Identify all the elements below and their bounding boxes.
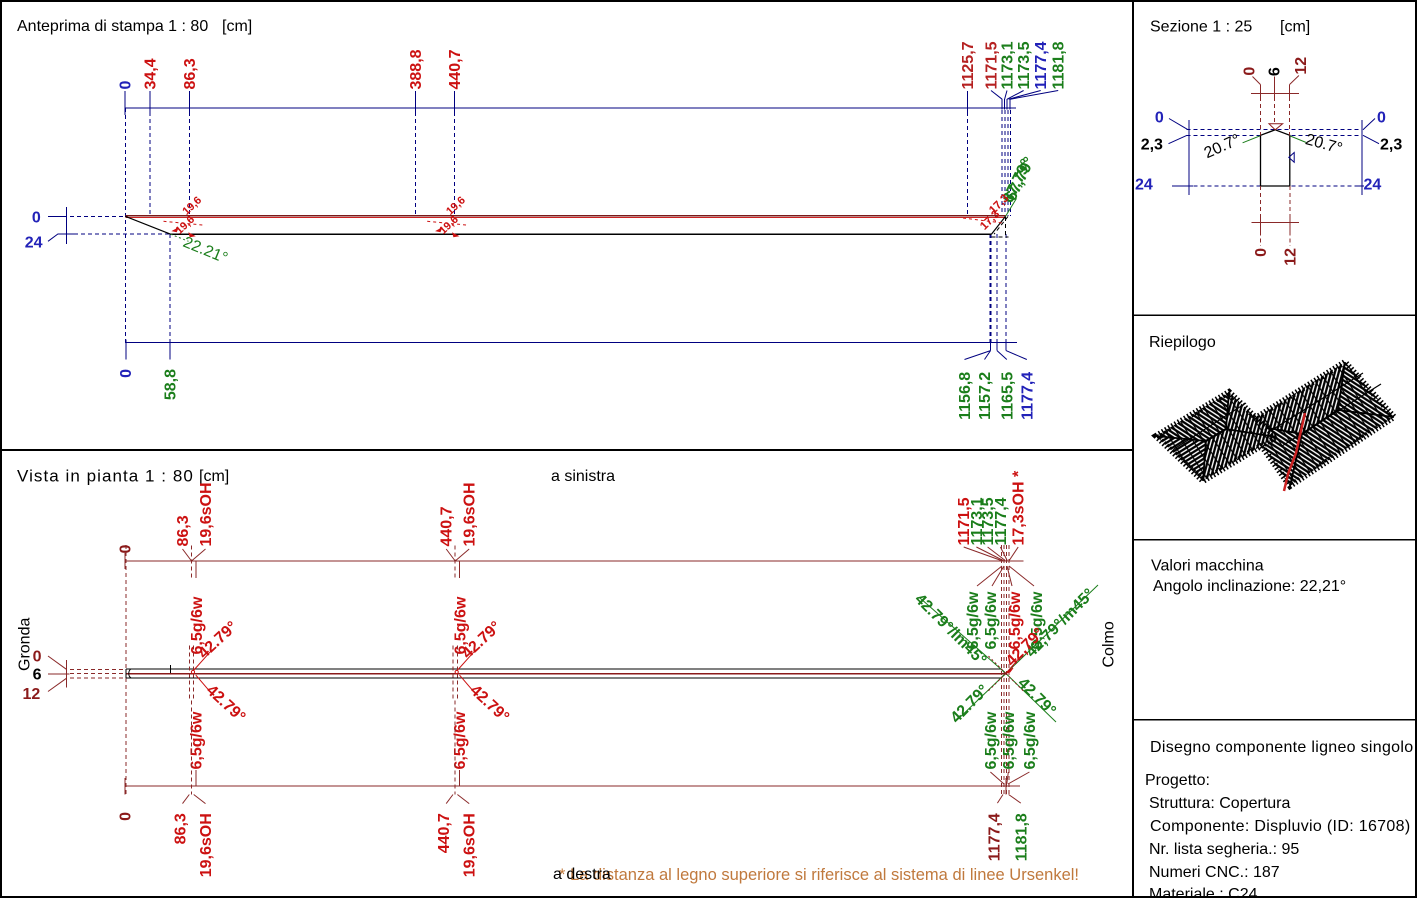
- svg-text:440,7: 440,7: [436, 813, 453, 853]
- svg-text:1181,8: 1181,8: [1051, 41, 1068, 89]
- svg-text:6,5g/6w: 6,5g/6w: [983, 591, 1000, 649]
- svg-text:12: 12: [23, 686, 41, 703]
- svg-text:1177,4: 1177,4: [1033, 41, 1050, 89]
- svg-text:19,6sOH: 19,6sOH: [198, 813, 215, 877]
- svg-text:Valori macchina: Valori macchina: [1151, 558, 1264, 575]
- svg-text:Angolo inclinazione: 22,21°: Angolo inclinazione: 22,21°: [1153, 578, 1346, 595]
- svg-text:Struttura: Copertura: Struttura: Copertura: [1149, 795, 1291, 812]
- svg-text:Nr. lista segheria.: 95: Nr. lista segheria.: 95: [1149, 841, 1299, 858]
- svg-text:6,5g/6w: 6,5g/6w: [453, 596, 470, 654]
- svg-text:24: 24: [1135, 177, 1153, 194]
- svg-text:86,3: 86,3: [182, 58, 199, 89]
- svg-text:86,3: 86,3: [175, 515, 192, 546]
- svg-text:19,6sOH: 19,6sOH: [462, 482, 479, 546]
- svg-text:Colmo: Colmo: [1101, 621, 1118, 667]
- svg-text:6,5g/6w: 6,5g/6w: [1022, 711, 1039, 769]
- svg-text:Numeri CNC.: 187: Numeri CNC.: 187: [1149, 864, 1280, 881]
- svg-text:6,5g/6w: 6,5g/6w: [189, 711, 206, 769]
- svg-text:Progetto:: Progetto:: [1145, 772, 1210, 789]
- svg-text:Sezione 1 : 25: Sezione 1 : 25: [1150, 19, 1252, 36]
- svg-text:0: 0: [1253, 248, 1270, 257]
- svg-text:1156,8: 1156,8: [957, 372, 974, 420]
- svg-text:1165,5: 1165,5: [999, 372, 1016, 420]
- svg-text:6,5g/6w: 6,5g/6w: [189, 596, 206, 654]
- svg-text:1173,1: 1173,1: [969, 497, 986, 545]
- svg-text:6,5g/6w: 6,5g/6w: [965, 591, 982, 649]
- svg-text:a sinistra: a sinistra: [551, 468, 615, 485]
- svg-text:1173,1: 1173,1: [1000, 41, 1017, 89]
- svg-text:1157,2: 1157,2: [977, 372, 994, 420]
- svg-text:1181,8: 1181,8: [1014, 813, 1031, 861]
- svg-text:6: 6: [1267, 67, 1284, 76]
- svg-text:34,4: 34,4: [143, 58, 160, 89]
- svg-text:0: 0: [118, 81, 135, 90]
- svg-text:440,7: 440,7: [439, 506, 456, 546]
- svg-text:1173,5: 1173,5: [980, 497, 997, 545]
- svg-text:19,6sOH: 19,6sOH: [198, 482, 215, 546]
- svg-text:86,3: 86,3: [173, 813, 190, 844]
- svg-text:0: 0: [1155, 109, 1164, 126]
- svg-text:12: 12: [1293, 57, 1310, 75]
- svg-text:Disegno componente ligneo sing: Disegno componente ligneo singolo: [1150, 739, 1413, 756]
- svg-text:6: 6: [33, 667, 42, 684]
- svg-text:1177,4: 1177,4: [987, 813, 1004, 861]
- svg-text:0: 0: [118, 545, 135, 554]
- svg-text:0: 0: [118, 369, 135, 378]
- svg-text:1125,7: 1125,7: [960, 41, 977, 89]
- svg-text:[cm]: [cm]: [1280, 19, 1310, 36]
- svg-text:388,8: 388,8: [408, 49, 425, 89]
- svg-text:6,5g/6w: 6,5g/6w: [452, 711, 469, 769]
- svg-text:0: 0: [1242, 67, 1259, 76]
- svg-text:58,8: 58,8: [163, 369, 180, 400]
- svg-text:1171,5: 1171,5: [984, 41, 1001, 89]
- svg-text:0: 0: [118, 812, 135, 821]
- svg-text:Anteprima di stampa 1 : 80: Anteprima di stampa 1 : 80: [17, 18, 208, 35]
- svg-text:[cm]: [cm]: [222, 18, 252, 35]
- svg-text:Componente: Displuvio (ID: 167: Componente: Displuvio (ID: 16708): [1150, 818, 1410, 835]
- svg-text:24: 24: [1364, 177, 1382, 194]
- svg-text:a destra: a destra: [553, 866, 611, 883]
- svg-text:440,7: 440,7: [447, 49, 464, 89]
- svg-text:1171,5: 1171,5: [956, 497, 973, 545]
- svg-text:1173,5: 1173,5: [1016, 41, 1033, 89]
- svg-text:0: 0: [33, 649, 42, 666]
- svg-text:Materiale : C24: Materiale : C24: [1149, 886, 1258, 898]
- svg-text:6,5g/6w: 6,5g/6w: [1029, 591, 1046, 649]
- svg-text:19,6sOH: 19,6sOH: [462, 813, 479, 877]
- svg-text:Vista in pianta 1 : 80: Vista in pianta 1 : 80: [17, 467, 194, 486]
- svg-text:24: 24: [25, 235, 43, 252]
- svg-text:6,5g/6w: 6,5g/6w: [1001, 711, 1018, 769]
- svg-text:Riepilogo: Riepilogo: [1149, 334, 1216, 351]
- svg-text:6,5g/6w: 6,5g/6w: [983, 711, 1000, 769]
- svg-text:1177,4: 1177,4: [993, 497, 1010, 545]
- svg-text:1177,4: 1177,4: [1019, 372, 1036, 420]
- svg-text:0: 0: [1377, 109, 1386, 126]
- svg-text:2,3: 2,3: [1141, 137, 1163, 154]
- svg-text:12: 12: [1283, 248, 1300, 266]
- svg-text:[cm]: [cm]: [199, 468, 229, 485]
- svg-text:6,5g/6w: 6,5g/6w: [1007, 591, 1024, 649]
- svg-text:* La distanza al legno superio: * La distanza al legno superiore si rife…: [559, 866, 1079, 884]
- svg-text:17,3sOH *: 17,3sOH *: [1011, 470, 1028, 545]
- svg-text:2,3: 2,3: [1380, 137, 1402, 154]
- svg-text:0: 0: [32, 210, 41, 227]
- svg-text:Gronda: Gronda: [17, 618, 34, 671]
